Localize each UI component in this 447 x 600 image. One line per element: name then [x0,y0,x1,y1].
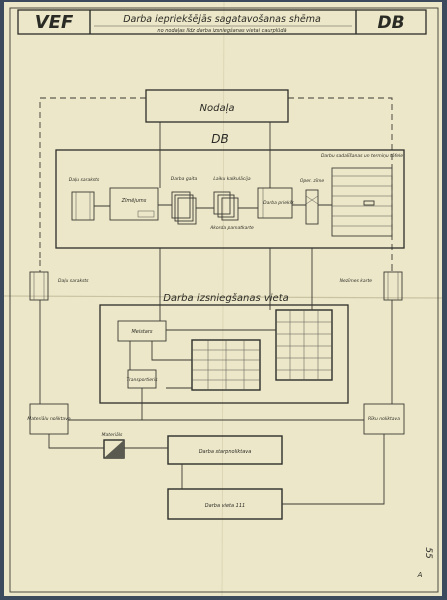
diagram-subtitle: no nodaļas līdz darba izsniegšanas vieta… [157,27,286,34]
laiku-kalkulacija-label: Laiku kalkulācija [213,176,250,182]
card-rack-left [191,339,261,391]
nodala-box [145,89,289,123]
starpnoliktava-label: Darba starpnoliktava [199,449,252,455]
header: VEF Darba iepriekšējās sagatavošanas shē… [17,9,427,35]
db-block [55,149,405,249]
materials-label: Materiāls [102,432,123,438]
db-node-darba-prieksr: Darba priekšr. [257,187,295,219]
starpnoliktava-box [167,435,283,465]
corner-mark: A [417,571,423,579]
meistars-box [117,320,167,342]
side-item-right: Nezīmes karte [340,271,403,301]
materials-item: Materiāls [102,432,125,459]
fold-crease-vertical [221,1,225,597]
db-label: DB [211,132,228,146]
darba-prieksr-label: Darba priekšr. [263,199,295,206]
darba-gaita-label: Darba gaita [171,176,198,182]
side-item-left: Daļu saraksts [29,271,89,301]
corner-note: 55 [423,547,433,559]
card-rack-right [275,309,333,381]
issue-area-label: Darba izsniegšanas vieta [163,292,289,304]
db-node-laiku-kalkulacija: Laiku kalkulācija Akorda pamatkarte [209,176,254,231]
dalu-saraksts-label: Daļu saraksts [69,177,100,183]
nodala-label: Nodaļa [200,103,235,114]
side-left-label: Daļu saraksts [58,278,89,284]
db-node-operacijas: Oper. zīme [300,178,324,225]
darba-sadalisana-label: Darbu sadalīšanas un termiņu tāfele [321,152,403,159]
zimejums-label: Zīmējums [121,198,147,204]
riku-noliktava-label: Rīku noliktava [368,416,400,422]
darba-vieta-label: Darba vieta 111 [205,503,245,509]
header-frame [17,9,427,35]
materialu-noliktava-label: Materiālu noliktava [27,416,70,422]
brand-label: VEF [35,12,74,33]
code-label: DB [377,13,404,33]
operacijas-label: Oper. zīme [300,178,324,184]
diagram-title: Darba iepriekšējās sagatavošanas shēma [123,14,321,25]
return-line-left [39,97,146,260]
db-node-darba-sadalisana: Darbu sadalīšanas un termiņu tāfele [321,152,403,237]
akorda-pamatkarte-label: Akorda pamatkarte [209,225,254,231]
db-node-zimejums: Zīmējums [109,187,159,221]
issue-area-block [99,304,349,404]
transporteris-label: Transportieris [127,377,159,383]
meistars-label: Meistars [131,329,152,335]
sheet-border [9,7,439,593]
side-right-label: Nezīmes karte [340,278,373,284]
